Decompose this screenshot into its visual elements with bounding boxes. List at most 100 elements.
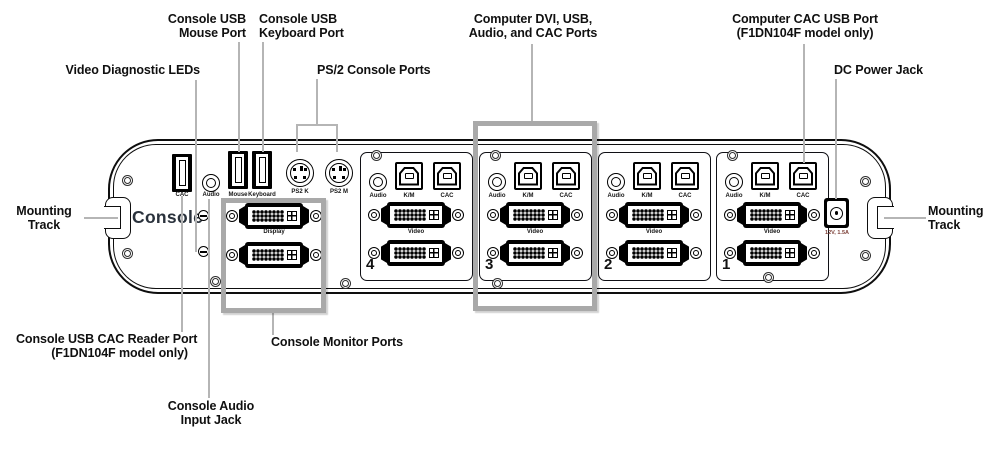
section-km-usb-port bbox=[751, 162, 779, 190]
screw bbox=[490, 150, 501, 161]
computer-section-4: Audio K/M CAC Video 4 bbox=[360, 152, 473, 281]
power-rating-label: 12V, 1.5A bbox=[825, 230, 849, 236]
section-audio-jack bbox=[369, 173, 387, 191]
console-panel-label: Console bbox=[132, 207, 204, 227]
dvi-body bbox=[245, 242, 303, 268]
dvi-screw-nut bbox=[226, 249, 238, 261]
section-audio-label: Audio bbox=[488, 193, 506, 199]
section-audio-label: Audio bbox=[369, 193, 387, 199]
display-label: Display bbox=[263, 229, 285, 235]
section-number: 1 bbox=[722, 256, 731, 273]
callout-console-usb-mouse-port: Console USB Mouse Port bbox=[120, 12, 246, 40]
section-video-dvi-port-2 bbox=[368, 240, 464, 266]
dvi-screw-nut bbox=[226, 210, 238, 222]
section-cac-label: CAC bbox=[559, 193, 573, 199]
computer-section-1: Audio K/M CAC Video 1 bbox=[716, 152, 829, 281]
callout-mounting-track-left: Mounting Track bbox=[6, 204, 82, 232]
leader-ps2-stem bbox=[316, 79, 318, 125]
leader-video-leds bbox=[195, 80, 197, 252]
console-mouse-usb-port bbox=[228, 151, 248, 189]
leader-audio-input bbox=[208, 199, 210, 398]
callout-line: Video Diagnostic LEDs bbox=[65, 63, 200, 77]
section-audio-label: Audio bbox=[725, 193, 743, 199]
section-cac-usb-port bbox=[789, 162, 817, 190]
leader-cac-usb-port bbox=[803, 44, 805, 163]
section-cac-label: CAC bbox=[440, 193, 454, 199]
highlight-computer-port-group bbox=[473, 121, 597, 311]
callout-line: Track bbox=[928, 217, 961, 232]
ps2-inner-ring bbox=[329, 163, 349, 183]
usb-port-inner bbox=[176, 157, 188, 189]
usb-port-inner bbox=[256, 154, 268, 186]
usb-tongue bbox=[234, 157, 242, 183]
callout-line: Track bbox=[27, 217, 61, 232]
console-audio-label: Audio bbox=[202, 192, 220, 198]
section-cac-usb-port bbox=[671, 162, 699, 190]
section-video-dvi-port-1 bbox=[487, 202, 583, 228]
console-mouse-label: Mouse bbox=[228, 192, 248, 198]
leader-cac-reader bbox=[181, 196, 183, 332]
section-number: 3 bbox=[485, 256, 494, 273]
console-keyboard-usb-port bbox=[252, 151, 272, 189]
console-cac-label: CAC bbox=[175, 192, 189, 198]
power-jack-inner bbox=[827, 201, 846, 225]
callout-line: (F1DN104F model only) bbox=[736, 25, 874, 40]
computer-section-3: Audio K/M CAC Video 3 bbox=[479, 152, 592, 281]
section-video-dvi-port-1 bbox=[606, 202, 702, 228]
section-audio-jack bbox=[607, 173, 625, 191]
section-video-label: Video bbox=[407, 229, 425, 235]
section-km-label: K/M bbox=[522, 193, 534, 199]
computer-section-2: Audio K/M CAC Video 2 bbox=[598, 152, 711, 281]
leader-mounting-left bbox=[84, 217, 118, 219]
section-km-label: K/M bbox=[641, 193, 653, 199]
section-audio-jack bbox=[488, 173, 506, 191]
section-km-usb-port bbox=[633, 162, 661, 190]
section-video-dvi-port-1 bbox=[724, 202, 820, 228]
leader-ps2-left bbox=[296, 124, 298, 152]
section-cac-label: CAC bbox=[678, 193, 692, 199]
ps2m-label: PS2 M bbox=[329, 189, 348, 195]
dvi-pins bbox=[251, 210, 284, 222]
leader-mounting-right bbox=[884, 217, 926, 219]
section-audio-jack bbox=[725, 173, 743, 191]
callout-line: Computer DVI, USB, bbox=[473, 12, 593, 26]
section-km-usb-port bbox=[395, 162, 423, 190]
usb-port-inner bbox=[232, 154, 244, 186]
screw bbox=[727, 150, 738, 161]
ps2k-label: PS2 K bbox=[291, 189, 309, 195]
leader-ps2-bracket bbox=[296, 124, 338, 126]
callout-line: Console Audio bbox=[167, 399, 255, 413]
dvi-analog-block bbox=[286, 211, 297, 221]
callout-line: Keyboard Port bbox=[259, 25, 344, 40]
screw bbox=[860, 250, 871, 261]
callout-line: Mounting bbox=[928, 204, 984, 218]
callout-console-usb-keyboard-port: Console USB Keyboard Port bbox=[259, 12, 344, 40]
console-cac-usb-port bbox=[172, 154, 192, 192]
console-audio-jack bbox=[202, 174, 220, 192]
console-keyboard-label: Keyboard bbox=[248, 192, 276, 198]
section-cac-usb-port bbox=[552, 162, 580, 190]
dvi-pins bbox=[251, 249, 284, 261]
section-video-dvi-port-2 bbox=[724, 240, 820, 266]
section-video-label: Video bbox=[526, 229, 544, 235]
section-number: 2 bbox=[604, 256, 613, 273]
leader-keyboard-port bbox=[262, 42, 264, 152]
callout-ps2-console-ports: PS/2 Console Ports bbox=[317, 63, 431, 78]
callout-line: Mouse Port bbox=[178, 25, 246, 40]
callout-line: Console USB CAC Reader Port bbox=[16, 332, 198, 346]
ps2-mouse-port bbox=[325, 159, 353, 187]
leader-dc-power bbox=[835, 79, 837, 199]
leader-mouse-port bbox=[238, 42, 240, 152]
section-km-label: K/M bbox=[403, 193, 415, 199]
leader-ps2-right bbox=[336, 124, 338, 152]
screw bbox=[492, 278, 503, 289]
section-number: 4 bbox=[366, 256, 375, 273]
section-audio-label: Audio bbox=[607, 193, 625, 199]
callout-console-monitor-ports: Console Monitor Ports bbox=[271, 335, 403, 350]
section-video-dvi-port-2 bbox=[487, 240, 583, 266]
leader-monitor-ports bbox=[272, 312, 274, 335]
usb-tongue bbox=[258, 157, 266, 183]
callout-mounting-track-right: Mounting Track bbox=[928, 204, 984, 232]
callout-line: Input Jack bbox=[180, 412, 242, 427]
